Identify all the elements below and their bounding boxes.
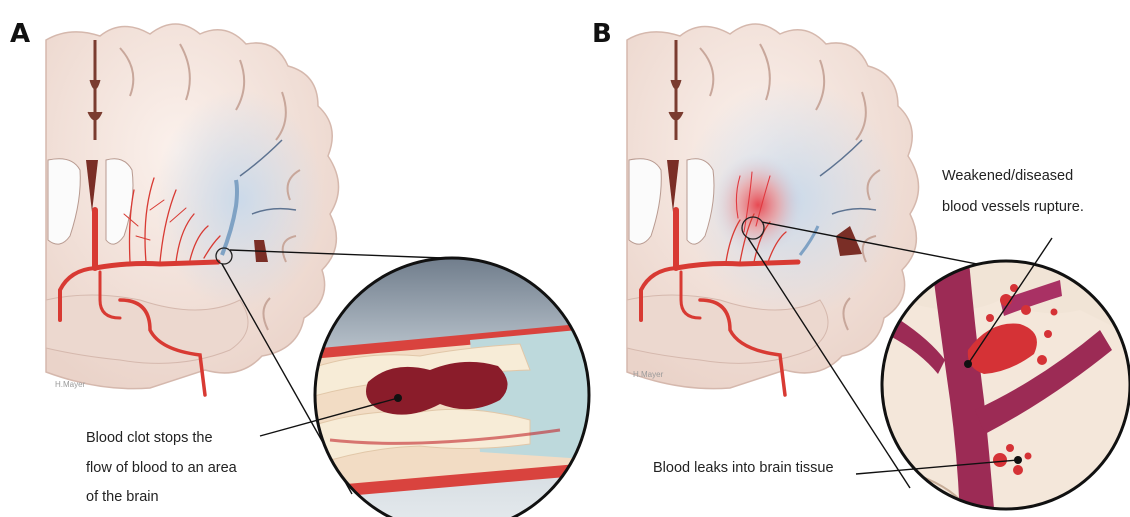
annotation-leak: Blood leaks into brain tissue [653, 460, 834, 476]
ischemic-region-a [155, 90, 325, 310]
panel-b: B H.Mayer [592, 19, 1130, 517]
annotation-clot-line-2: flow of blood to an area [86, 460, 238, 476]
annotation-rupture-line-1: Weakened/diseased [942, 168, 1073, 184]
annotation-rupture-line-2: blood vessels rupture. [942, 199, 1084, 215]
panel-b-label: B [592, 19, 612, 49]
signature-a: H.Mayer [55, 380, 86, 389]
annotation-clot-line-3: of the brain [86, 489, 159, 505]
panel-a-label: A [10, 19, 30, 49]
panel-a-brain: H.Mayer [46, 24, 339, 395]
zoom-clot [300, 255, 600, 517]
annotation-clot: Blood clot stops the flow of blood to an… [86, 430, 238, 505]
zoom-hemorrhage [870, 250, 1130, 517]
annotation-clot-line-1: Blood clot stops the [86, 430, 213, 446]
hemorrhage-region-b [712, 153, 804, 257]
annotation-rupture: Weakened/diseased blood vessels rupture. [942, 168, 1084, 215]
panel-a: A [10, 19, 600, 517]
panel-b-brain: H.Mayer [627, 24, 919, 395]
signature-b: H.Mayer [633, 370, 664, 379]
